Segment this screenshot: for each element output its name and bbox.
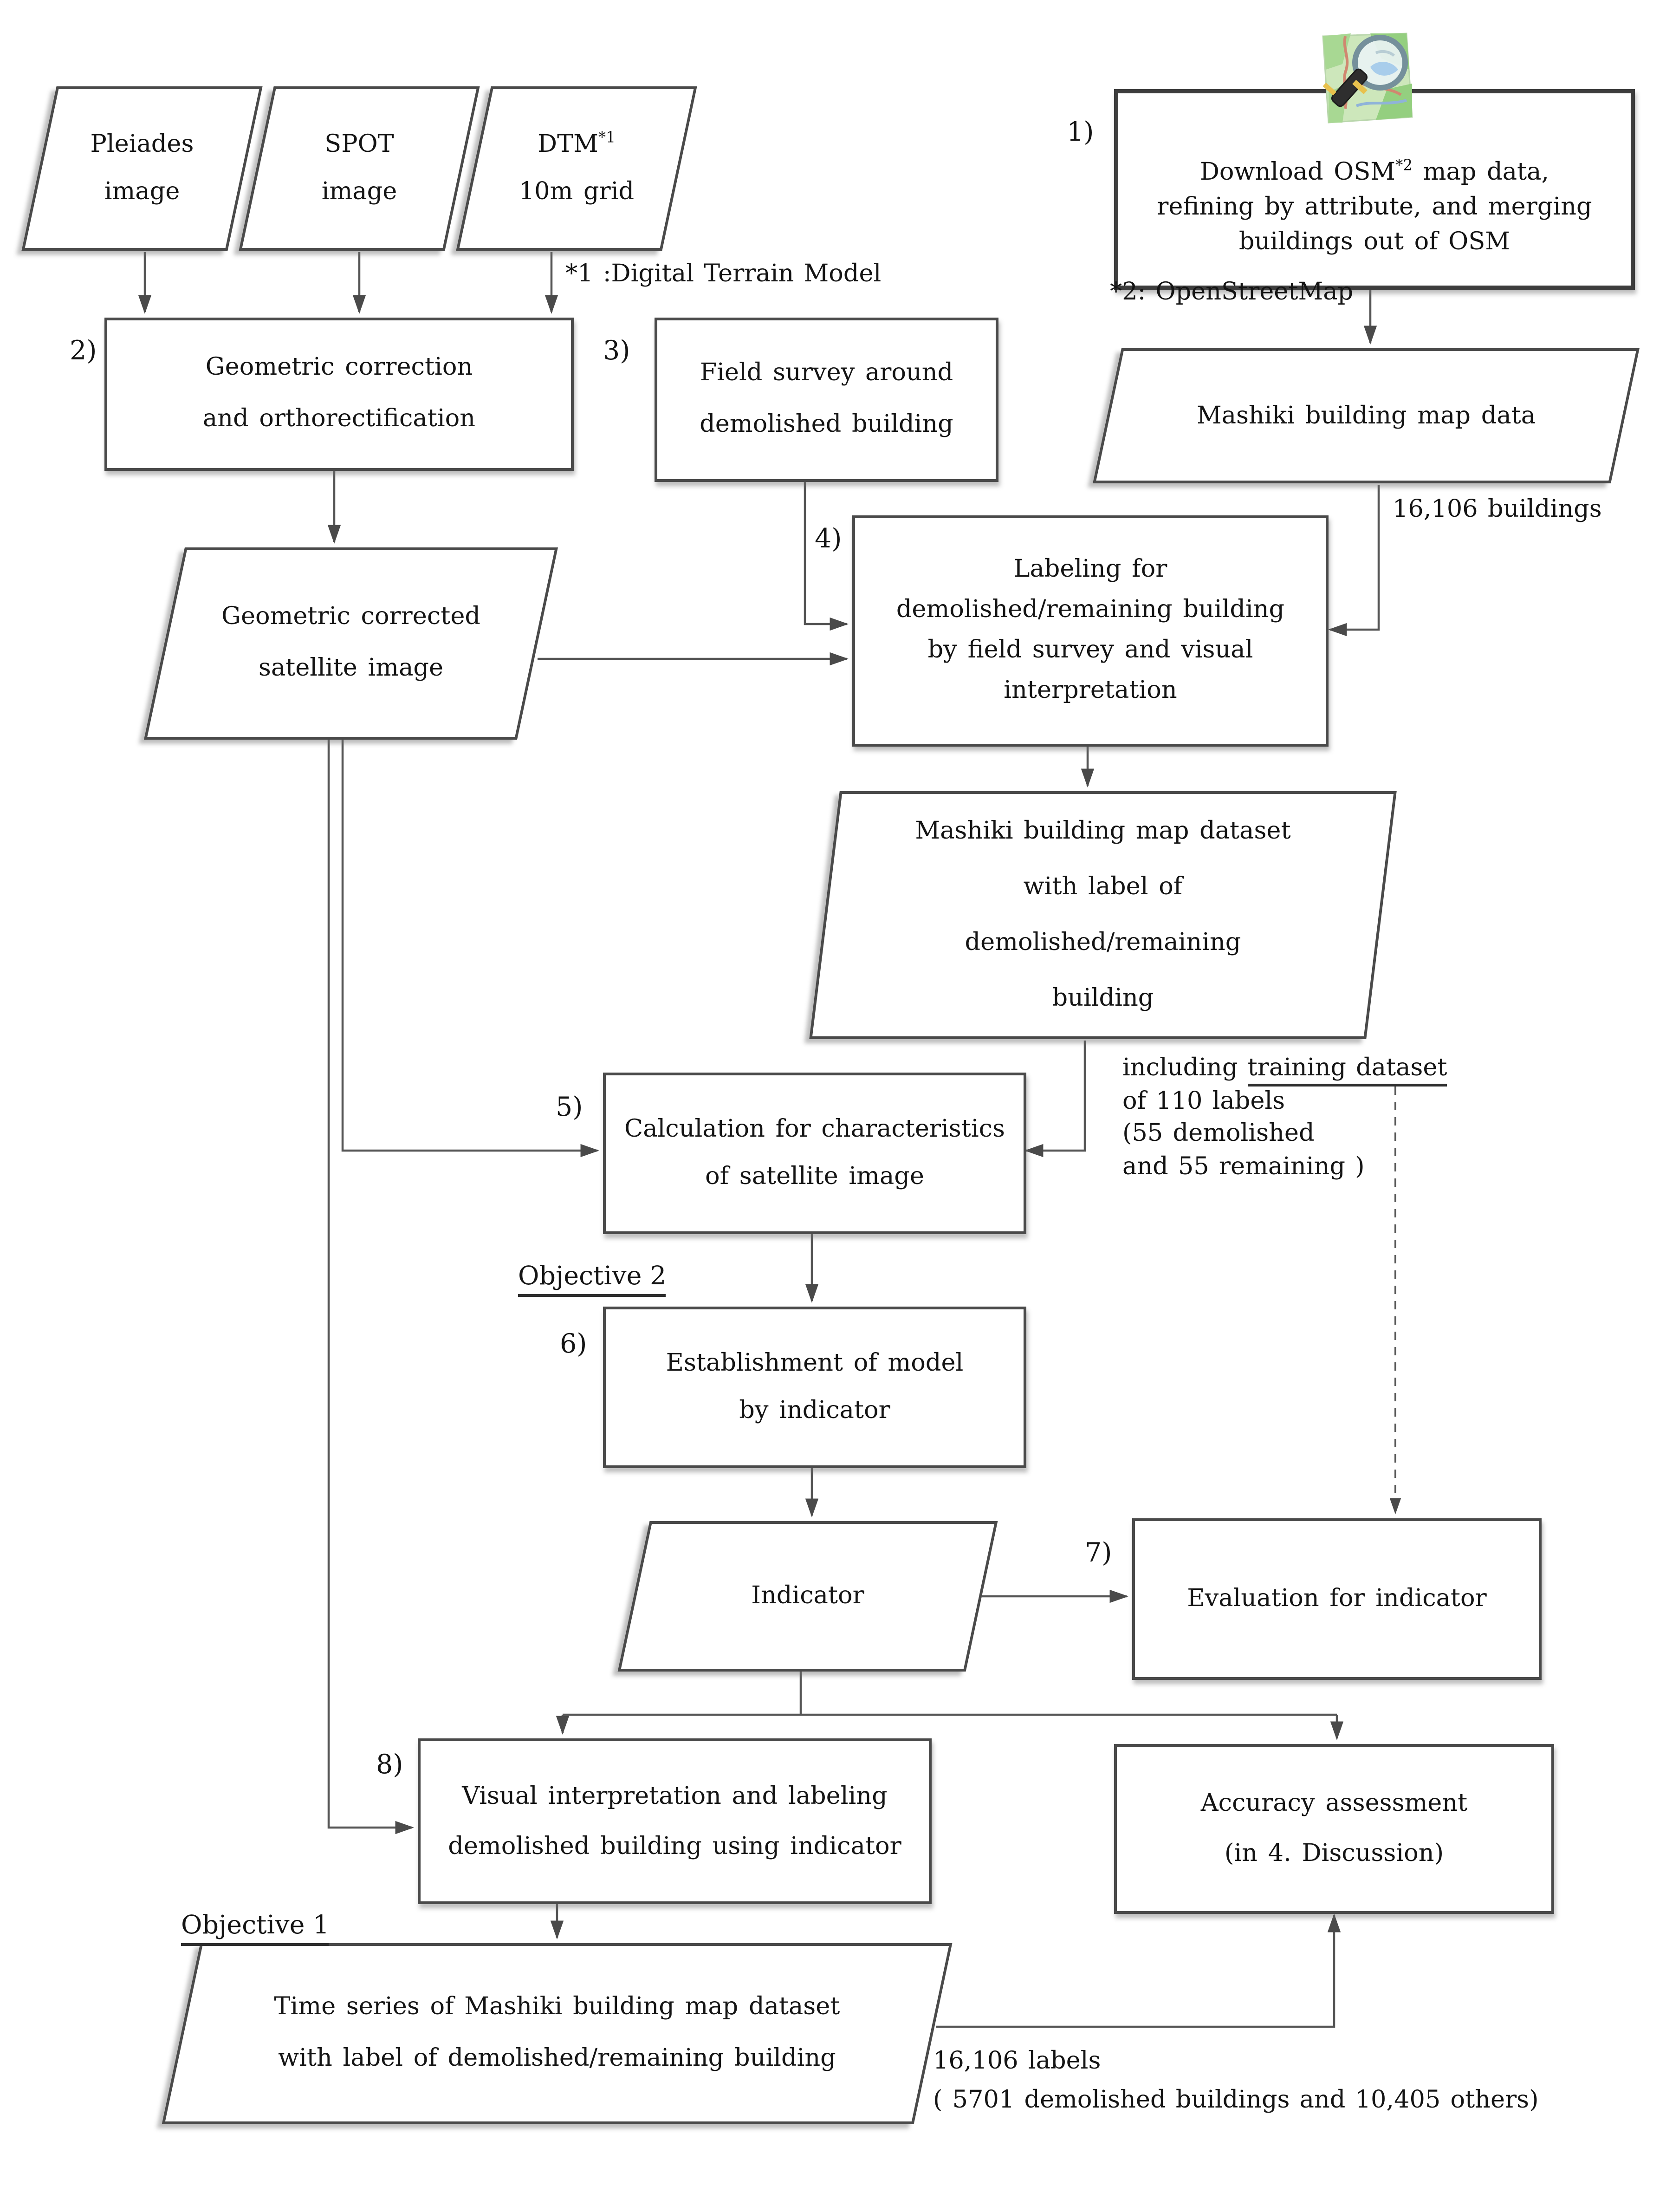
footnote-dtm: *1 :Digital Terrain Model [565, 260, 882, 288]
osm-logo-icon [1315, 28, 1418, 128]
node-corrected-satellite-image-label: Geometric corrected satellite image [221, 603, 480, 683]
arrow-mashikimap-to-box4 [1328, 485, 1380, 637]
annotation-labels-count: 16,106 labels ( 5701 demolished building… [933, 2048, 1539, 2114]
footnote-osm: *2: OpenStreetMap [1110, 279, 1354, 306]
node-mashiki-map-data: Mashiki building map data [1093, 348, 1640, 483]
annotation-objective-2: Objective 2 [518, 1262, 667, 1297]
arrow-timeseries-to-accuracy [936, 1913, 1341, 2028]
step-label-5: 5) [556, 1092, 583, 1123]
step-label-7: 7) [1085, 1538, 1112, 1568]
step-label-4: 4) [815, 524, 842, 554]
node-pleiades-image: Pleiades image [21, 86, 263, 251]
node-labeled-dataset: Mashiki building map dataset with label … [809, 791, 1397, 1039]
node-dtm: DTM*1 10m grid [456, 86, 697, 251]
arrow-satimage-to-box8 [327, 738, 415, 1835]
arrow-dataset-to-box5 [1024, 1041, 1086, 1158]
node-timeseries-dataset: Time series of Mashiki building map data… [162, 1943, 953, 2124]
node-labeled-dataset-label: Mashiki building map dataset with label … [915, 818, 1291, 1013]
step-label-1: 1) [1067, 117, 1094, 148]
node-spot-label: SPOT image [321, 131, 397, 206]
annotation-training-dataset: including training dataset of 110 labels… [1122, 1054, 1447, 1181]
node-spot-image: SPOT image [239, 86, 480, 251]
annotation-buildings-count: 16,106 buildings [1393, 496, 1602, 524]
node-indicator: Indicator [617, 1521, 998, 1672]
annotation-objective-1: Objective 1 [181, 1911, 330, 1946]
node-geometric-correction: Geometric correction and orthorectificat… [104, 318, 574, 471]
step-label-8: 8) [376, 1750, 403, 1780]
node-corrected-satellite-image: Geometric corrected satellite image [144, 547, 558, 740]
step-label-2: 2) [70, 336, 97, 366]
node-mashiki-map-data-label: Mashiki building map data [1196, 402, 1536, 430]
node-labeling: Labeling for demolished/remaining buildi… [852, 515, 1329, 747]
arrow-satimage-to-box5 [341, 738, 600, 1158]
node-establish-model: Establishment of model by indicator [603, 1307, 1026, 1468]
node-accuracy-assessment: Accuracy assessment (in 4. Discussion) [1114, 1744, 1554, 1914]
step-label-6: 6) [560, 1329, 587, 1360]
node-dtm-label: DTM*1 10m grid [519, 128, 635, 206]
node-field-survey: Field survey around demolished building [655, 318, 998, 482]
node-evaluation-indicator: Evaluation for indicator [1132, 1518, 1542, 1680]
node-visual-interpretation: Visual interpretation and labeling demol… [418, 1738, 932, 1904]
node-timeseries-dataset-label: Time series of Mashiki building map data… [274, 1993, 840, 2073]
node-indicator-label: Indicator [751, 1582, 864, 1610]
node-pleiades-label: Pleiades image [90, 131, 194, 206]
node-calculation-characteristics: Calculation for characteristics of satel… [603, 1073, 1026, 1234]
step-label-3: 3) [603, 336, 630, 366]
